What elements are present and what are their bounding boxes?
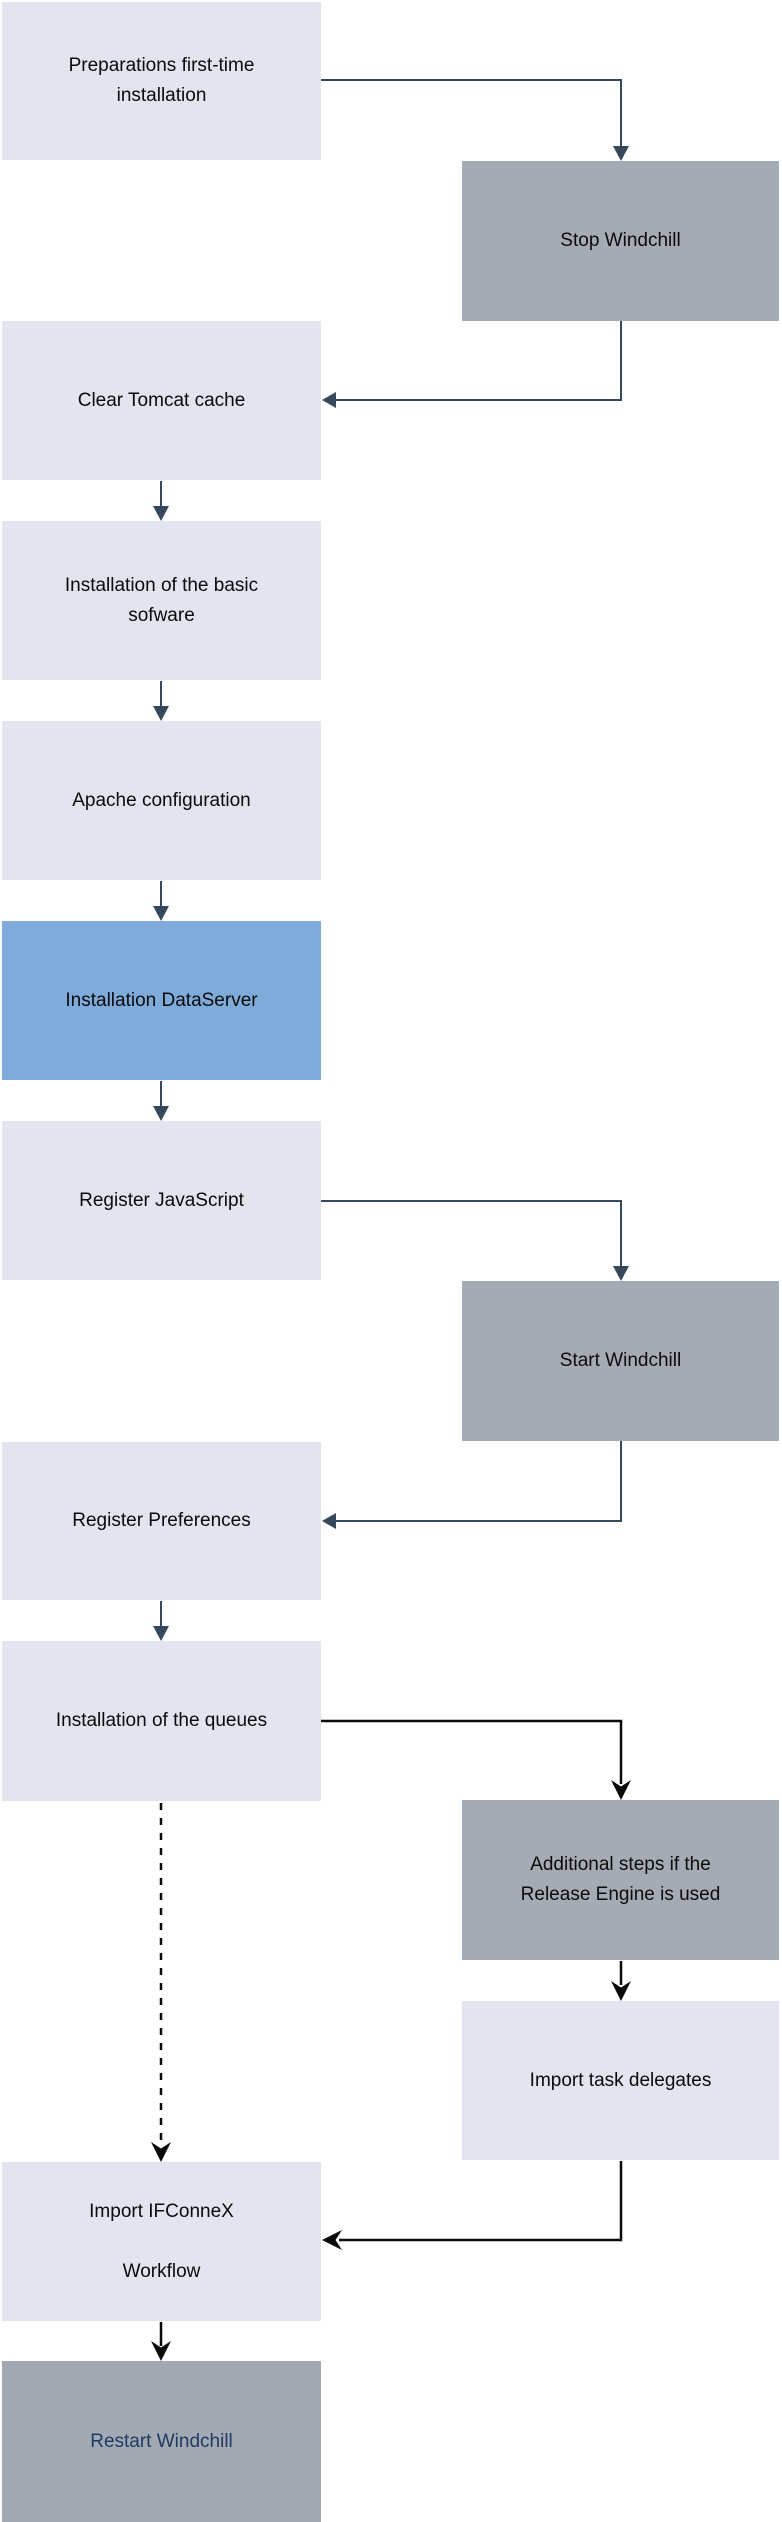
node-label: Apache configuration [72, 789, 251, 811]
node-register-js: Register JavaScript [2, 1121, 321, 1280]
connector-queues-to-release [321, 1719, 623, 1784]
node-label: Register JavaScript [79, 1189, 244, 1211]
arrowhead-down-icon [151, 2341, 171, 2361]
node-label: Register Preferences [72, 1510, 251, 1531]
node-start-windchill: Start Windchill [462, 1281, 779, 1441]
connector-start-to-prefs [336, 1441, 622, 1522]
node-label: sofware [128, 604, 195, 626]
node-basic-software: Installation of the basic sofware [2, 521, 321, 680]
node-task-delegates: Import task delegates [462, 2001, 779, 2160]
arrowhead-down-icon [153, 906, 169, 921]
arrowhead-down-icon [153, 1106, 169, 1121]
node-label: Preparations first-time [68, 55, 255, 76]
node-clear-tomcat: Clear Tomcat cache [2, 321, 321, 480]
node-apache-config: Apache configuration [2, 721, 321, 880]
arrowhead-left-icon [322, 1513, 336, 1529]
node-label: Import task delegates [529, 2069, 712, 2091]
node-dataserver: Installation DataServer [2, 921, 321, 1080]
node-label: Start Windchill [559, 1350, 682, 1371]
node-label: Installation DataServer [65, 989, 258, 1011]
node-install-queues: Installation of the queues [2, 1641, 321, 1801]
node-label: Restart Windchill [90, 2430, 233, 2452]
node-label: Stop Windchill [560, 230, 681, 251]
node-release-engine: Additional steps if the Release Engine i… [462, 1800, 779, 1960]
arrowhead-down-icon [153, 1626, 169, 1641]
node-label: Clear Tomcat cache [77, 389, 246, 411]
connector-stop-to-tomcat [336, 321, 622, 401]
node-stop-windchill: Stop Windchill [462, 161, 779, 321]
node-label: Installation of the basic [64, 574, 259, 596]
arrowhead-down-icon [153, 706, 169, 721]
connector-prep-to-stop [321, 79, 622, 147]
node-restart-windchill: Restart Windchill [2, 2361, 321, 2522]
arrowhead-down-icon [151, 2142, 171, 2162]
connector-delegates-to-ifconnex [339, 2161, 623, 2242]
arrowhead-down-icon [611, 1780, 631, 1800]
arrowhead-down-icon [153, 506, 169, 521]
arrowhead-down-icon [613, 1266, 629, 1281]
arrowhead-down-icon [611, 1981, 631, 2001]
node-label: Release Engine is used [520, 1884, 721, 1905]
node-ifconnex-workflow: Import IFConneX Workflow [2, 2162, 321, 2321]
connector-registerjs-to-start [321, 1200, 622, 1267]
arrowhead-left-icon [322, 392, 336, 408]
node-label: Import IFConneX [89, 2200, 234, 2222]
arrowhead-left-icon [322, 2230, 342, 2250]
node-label: Additional steps if the [530, 1854, 711, 1875]
node-label: Workflow [122, 2260, 201, 2282]
node-preparations: Preparations first-time installation [2, 2, 321, 160]
node-label: Installation of the queues [55, 1710, 268, 1731]
node-register-prefs: Register Preferences [2, 1442, 321, 1600]
node-label: installation [116, 85, 207, 106]
arrowhead-down-icon [613, 146, 629, 161]
